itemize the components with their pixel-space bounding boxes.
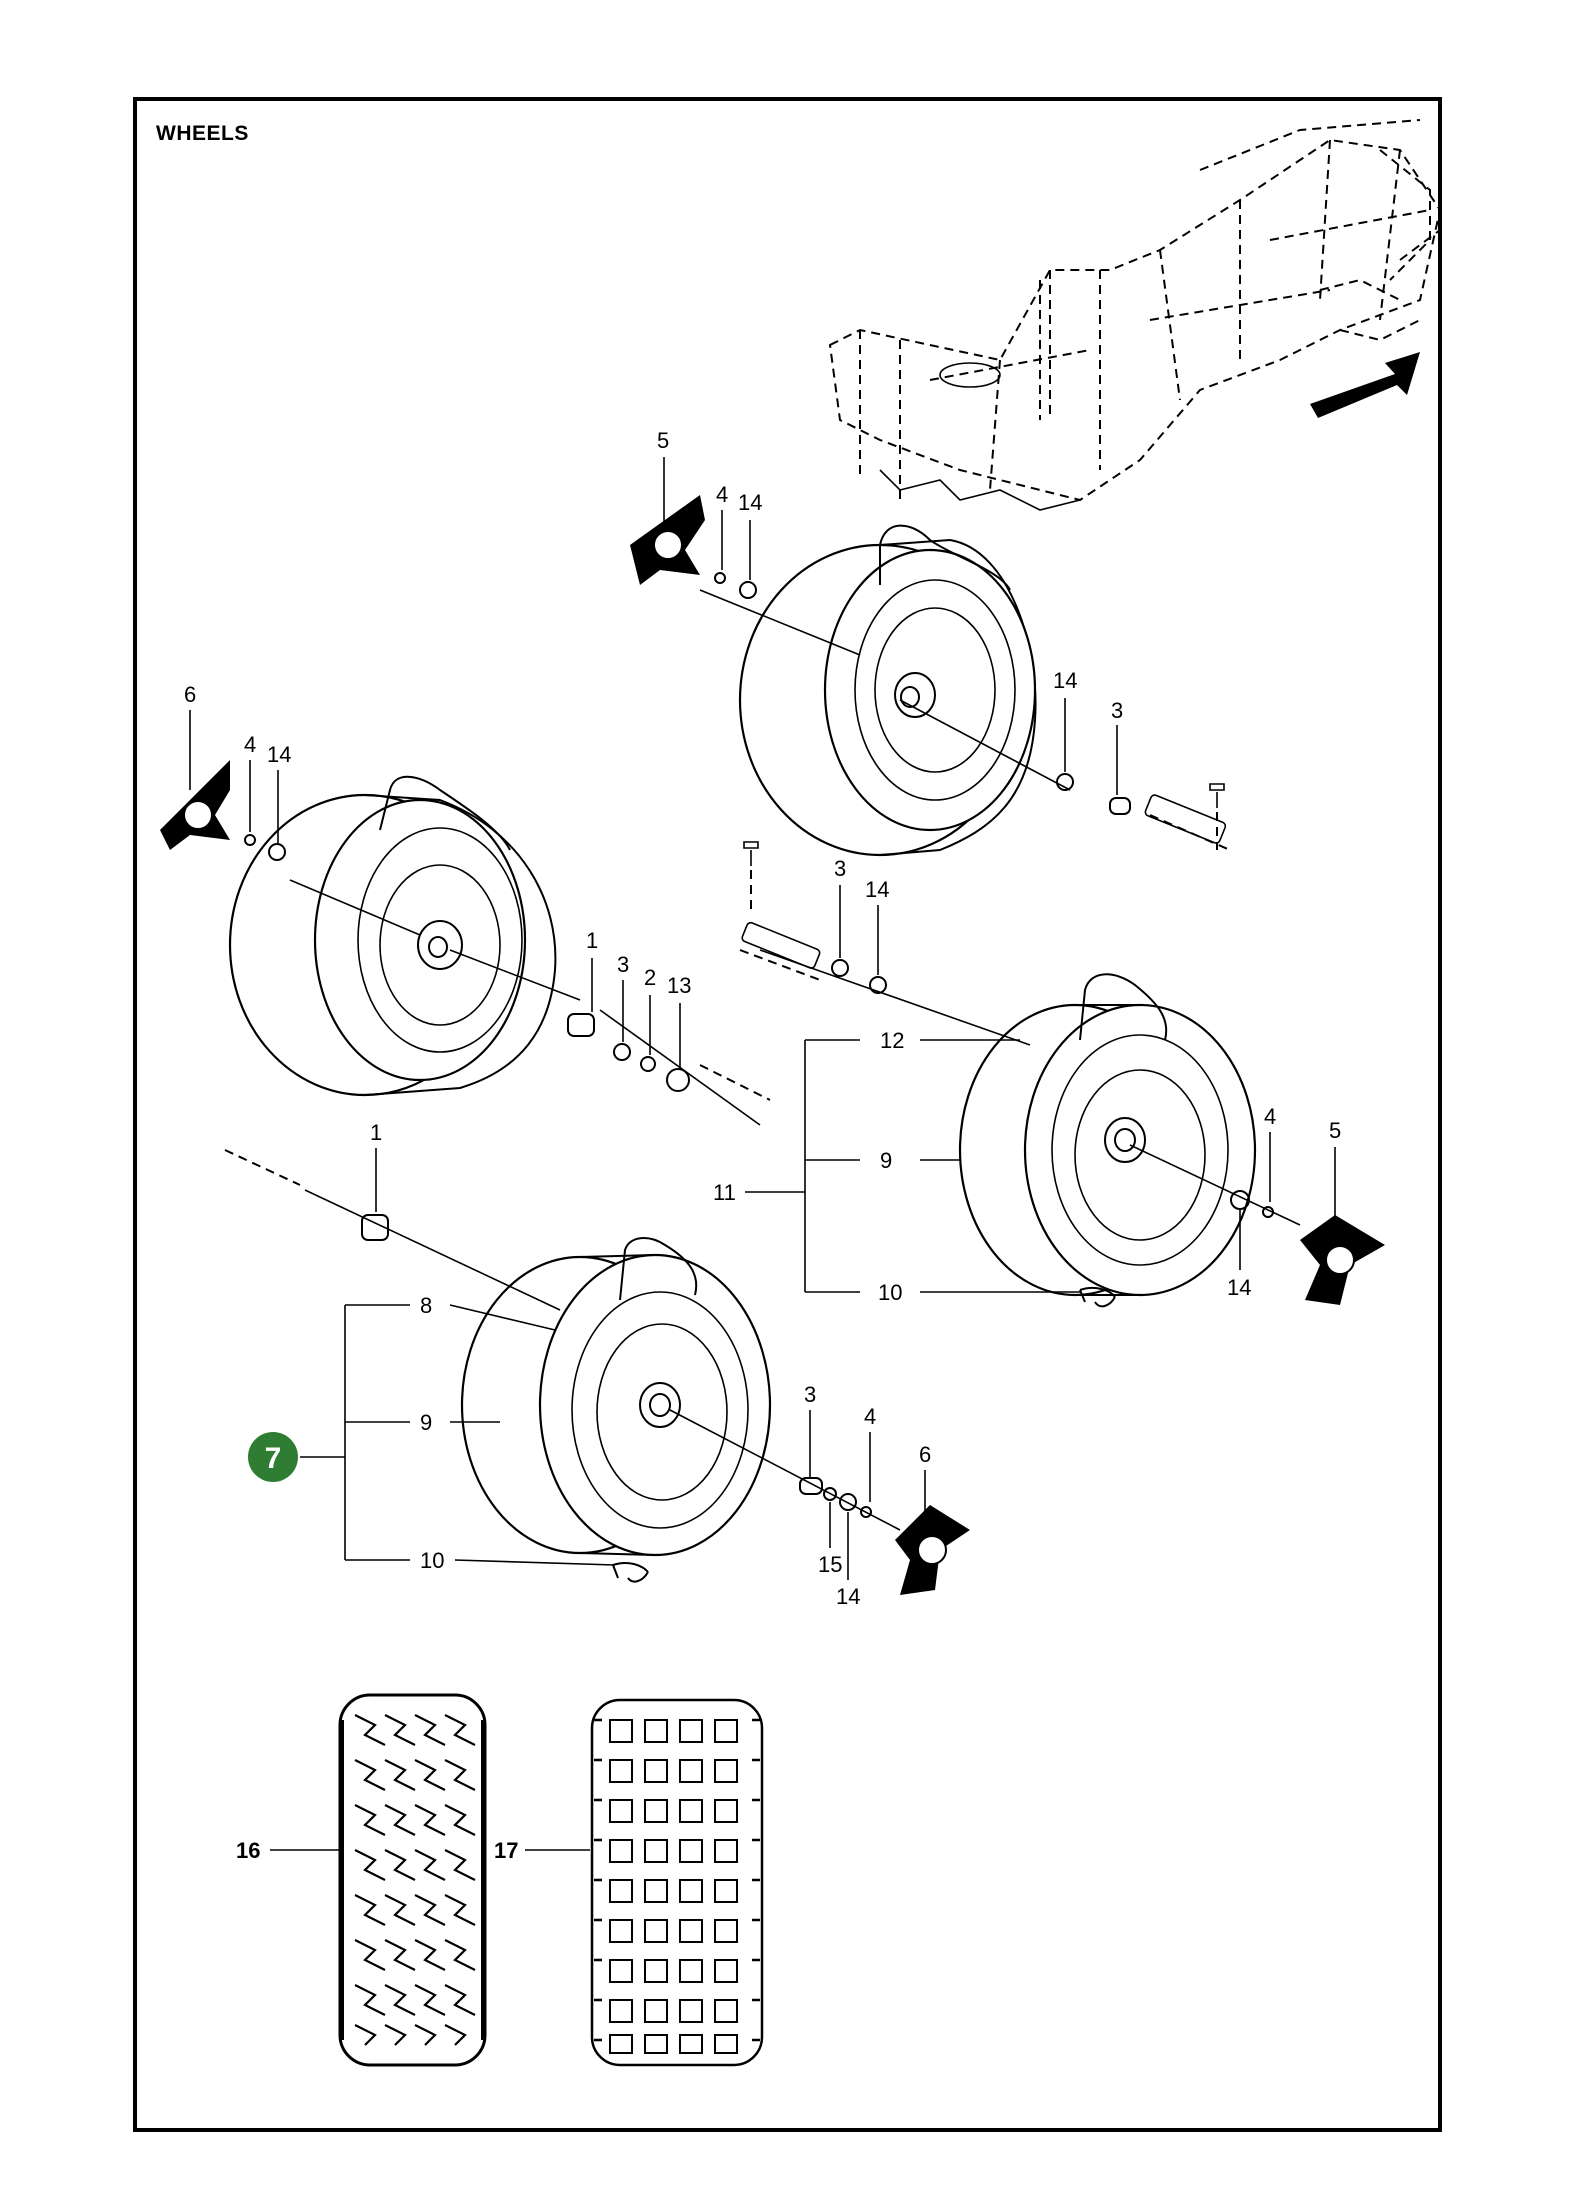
- wheel-upper-left: [228, 775, 557, 1097]
- callout-11: 11: [713, 1180, 736, 1205]
- callout-17: 17: [494, 1838, 518, 1863]
- callout-2-a: 2: [644, 965, 656, 990]
- callout-4-right: 4: [1264, 1104, 1276, 1129]
- wheel-upper-right: [738, 524, 1037, 857]
- callout-3-mid: 3: [834, 856, 846, 881]
- callout-4-b: 4: [864, 1404, 876, 1429]
- callout-4-top: 4: [716, 482, 728, 507]
- turf-tyre-16: [338, 1693, 487, 2067]
- tractor-frame: [828, 119, 1442, 511]
- axle-lines: [224, 589, 1301, 1531]
- callout-15: 15: [818, 1552, 842, 1577]
- callout-6-left: 6: [184, 682, 196, 707]
- callout-3-topright: 3: [1111, 698, 1123, 723]
- knobby-tyre-17: [590, 1698, 764, 2067]
- diagram-frame: [133, 97, 1442, 2132]
- callout-6-b: 6: [919, 1442, 931, 1467]
- callout-14-topright: 14: [1053, 668, 1077, 693]
- callout-labels: 5 4 14 14 3 6 4 14 1 3 2 13 3 14 12 11 9…: [184, 428, 1341, 1863]
- callout-5-right: 5: [1329, 1118, 1341, 1143]
- callout-14-b: 14: [836, 1584, 860, 1609]
- callout-1-a: 1: [586, 928, 598, 953]
- callout-5-top: 5: [657, 428, 669, 453]
- callout-12: 12: [880, 1028, 904, 1053]
- badge-number: 7: [265, 1442, 282, 1475]
- callout-14-left: 14: [267, 742, 291, 767]
- callout-4-left: 4: [244, 732, 256, 757]
- leader-lines: [189, 457, 1336, 1851]
- callout-10-right: 10: [878, 1280, 902, 1305]
- callout-14-mid: 14: [865, 877, 889, 902]
- callout-10-left: 10: [420, 1548, 444, 1573]
- callout-14-top: 14: [738, 490, 762, 515]
- callout-3-a: 3: [617, 952, 629, 977]
- wheel-middle-right: [958, 973, 1257, 1297]
- hub-cap-icons: [160, 495, 1385, 1595]
- page-title: WHEELS: [156, 122, 249, 145]
- bolt-icons: [743, 783, 1225, 910]
- washer-icons: [244, 572, 1274, 1583]
- callout-9-left: 9: [420, 1410, 432, 1435]
- callout-13-a: 13: [667, 973, 691, 998]
- callout-3-b: 3: [804, 1382, 816, 1407]
- callout-16: 16: [236, 1838, 260, 1863]
- callout-14-right: 14: [1227, 1275, 1251, 1300]
- wheel-lower: [460, 1237, 772, 1557]
- assembly-badge: 7: [248, 1432, 298, 1482]
- callout-9-right: 9: [880, 1148, 892, 1173]
- callout-8: 8: [420, 1293, 432, 1318]
- direction-arrow-icon: [1310, 352, 1420, 418]
- callout-1-b: 1: [370, 1120, 382, 1145]
